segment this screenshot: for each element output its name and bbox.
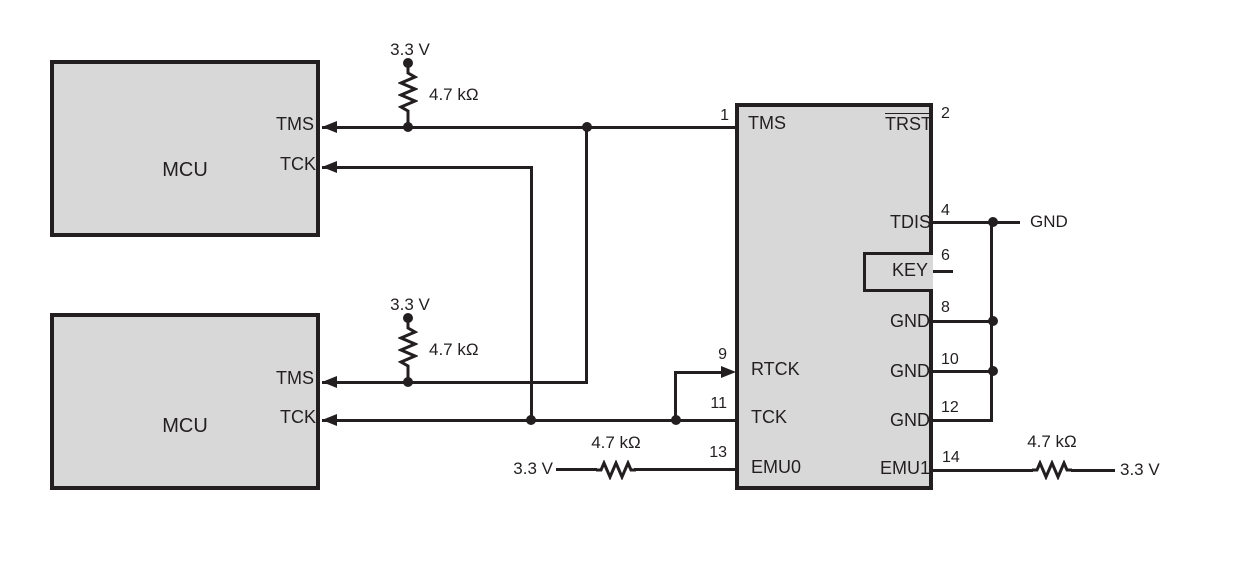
connector-pin-tdis-label: TDIS [889, 212, 931, 232]
resistor-emu0-symbol [596, 460, 636, 480]
connector-pin-gnd12-label: GND [890, 410, 930, 430]
wire-gnd12 [933, 419, 993, 422]
arrow-mcu2-tck-icon [322, 414, 337, 426]
arrow-mcu2-tms-icon [322, 376, 337, 388]
wire-emu0-left [556, 468, 597, 471]
pin-number-11: 11 [710, 395, 727, 412]
wire-rtck-horizontal [676, 371, 722, 374]
mcu2-block [50, 313, 320, 490]
mcu1-label: MCU [162, 159, 208, 181]
mcu2-label: MCU [162, 415, 208, 437]
supply-label-1: 3.3 V [390, 40, 430, 59]
pin-number-10: 10 [941, 351, 959, 368]
wire-emu1-right [1071, 469, 1115, 472]
arrow-mcu1-tck-icon [322, 161, 337, 173]
pin-number-14: 14 [942, 449, 960, 466]
arrow-mcu1-tms-icon [322, 121, 337, 133]
resistor-emu1-symbol [1032, 460, 1072, 480]
pin-number-9: 9 [718, 346, 727, 363]
supply-label-2: 3.3 V [390, 295, 430, 314]
junction-dot-gnd10 [988, 366, 998, 376]
junction-dot-tdis-gnd [988, 217, 998, 227]
pin-number-1: 1 [720, 107, 729, 124]
pin-number-6: 6 [941, 247, 950, 264]
wire-tck1-vertical [530, 166, 533, 422]
pin-number-8: 8 [941, 299, 950, 316]
wire-key-stub [933, 270, 953, 273]
connector-pin-rtck-label: RTCK [751, 359, 800, 379]
pin-number-12: 12 [941, 399, 959, 416]
jtag-connector-block [735, 103, 933, 490]
pin-number-2: 2 [941, 105, 950, 122]
resistor1-value-label: 4.7 kΩ [429, 85, 479, 104]
wire-tms1-horizontal [322, 126, 735, 129]
supply-label-emu1: 3.3 V [1120, 460, 1160, 479]
resistor2-value-label: 4.7 kΩ [429, 340, 479, 359]
wire-tck1-horizontal [322, 166, 533, 169]
connector-pin-gnd10-label: GND [890, 361, 930, 381]
resistor1-symbol [398, 62, 418, 128]
mcu1-pin-tck-label: TCK [280, 154, 316, 174]
key-notch-box [863, 252, 933, 292]
connector-pin-emu1-label: EMU1 [879, 458, 930, 478]
mcu1-block [50, 60, 320, 237]
gnd-label: GND [1030, 212, 1068, 231]
mcu2-pin-tms-label: TMS [276, 368, 314, 388]
connector-pin-tck-label: TCK [751, 407, 787, 427]
resistor-emu0-value-label: 4.7 kΩ [591, 433, 641, 452]
wire-rtck-vertical [674, 371, 677, 421]
wire-gnd10 [933, 370, 993, 373]
connector-pin-trst-label: TRST [832, 113, 932, 135]
mcu2-pin-tck-label: TCK [280, 407, 316, 427]
wire-tms2-horizontal [322, 381, 588, 384]
connector-pin-tms-label: TMS [748, 113, 786, 133]
connector-pin-emu0-label: EMU0 [751, 457, 802, 477]
wire-emu1-left [933, 469, 1033, 472]
wire-tdis-to-gnd [933, 221, 1020, 224]
wire-gnd8 [933, 320, 993, 323]
supply-label-emu0: 3.3 V [513, 459, 553, 478]
junction-dot-tms-branch [582, 122, 592, 132]
pin-number-13: 13 [709, 444, 727, 461]
trst-overline-text: TRST [885, 114, 932, 134]
mcu1-pin-tms-label: TMS [276, 114, 314, 134]
wire-tms-vertical [585, 126, 588, 384]
connector-pin-gnd8-label: GND [890, 311, 930, 331]
junction-dot-gnd8 [988, 316, 998, 326]
connector-pin-key-label: KEY [891, 260, 928, 280]
arrow-rtck-icon [721, 366, 736, 378]
junction-dot-rtck-branch [671, 415, 681, 425]
junction-dot-tck-branch [526, 415, 536, 425]
resistor-emu1-value-label: 4.7 kΩ [1027, 432, 1077, 451]
wire-emu0-right [634, 468, 736, 471]
resistor2-symbol [398, 317, 418, 383]
pin-number-4: 4 [941, 202, 950, 219]
